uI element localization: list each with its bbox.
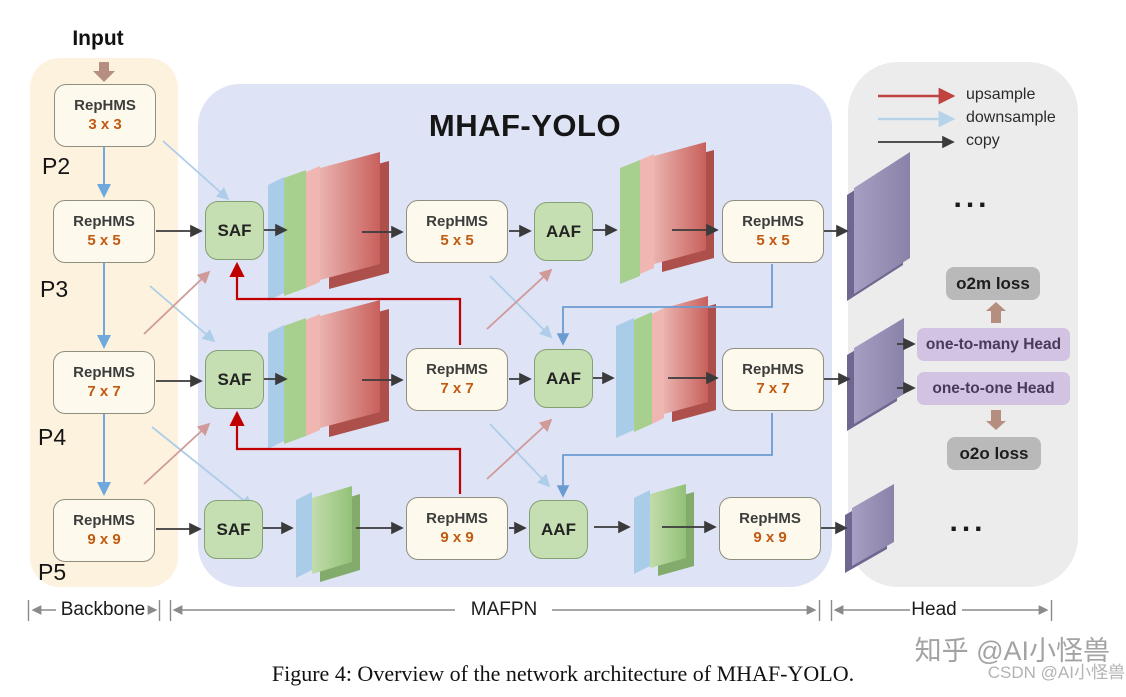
legend-downsample-label: downsample xyxy=(966,109,1056,126)
block-name: RepHMS xyxy=(426,509,488,527)
kernel-size: 5 x 5 xyxy=(87,231,121,249)
block-name: RepHMS xyxy=(426,360,488,378)
backbone-rephms-9x9: RepHMS 9 x 9 xyxy=(53,499,155,562)
block-name: RepHMS xyxy=(73,212,135,230)
csdn-watermark: CSDN @AI小怪兽 xyxy=(987,663,1125,682)
block-name: RepHMS xyxy=(74,96,136,114)
saf-p3: SAF xyxy=(205,201,264,260)
kernel-size: 9 x 9 xyxy=(440,528,474,546)
head-ellipsis-p5: ... xyxy=(949,505,987,538)
o2m-loss-box: o2m loss xyxy=(946,267,1040,300)
backbone-rephms-5x5: RepHMS 5 x 5 xyxy=(53,200,155,263)
saf-p5: SAF xyxy=(204,500,263,559)
p5-label: P5 xyxy=(38,559,67,585)
block-name: RepHMS xyxy=(742,360,804,378)
backbone-section-label: Backbone xyxy=(60,599,146,620)
kernel-size: 5 x 5 xyxy=(440,231,474,249)
aaf-p4: AAF xyxy=(534,349,593,408)
kernel-size: 9 x 9 xyxy=(753,528,787,546)
block-name: RepHMS xyxy=(426,212,488,230)
kernel-size: 3 x 3 xyxy=(88,115,122,133)
saf-p4: SAF xyxy=(205,350,264,409)
mafpn-rephms2-p4: RepHMS 7 x 7 xyxy=(722,348,824,411)
p4-label: P4 xyxy=(38,424,67,450)
block-name: RepHMS xyxy=(73,363,135,381)
mafpn-rephms1-p3: RepHMS 5 x 5 xyxy=(406,200,508,263)
figure-caption: Figure 4: Overview of the network archit… xyxy=(271,661,855,686)
block-name: RepHMS xyxy=(73,511,135,529)
backbone-rephms-3x3: RepHMS 3 x 3 xyxy=(54,84,156,147)
p3-label: P3 xyxy=(40,276,69,302)
mafpn-section-label: MAFPN xyxy=(470,599,538,620)
block-name: RepHMS xyxy=(742,212,804,230)
block-name: RepHMS xyxy=(739,509,801,527)
input-label: Input xyxy=(72,27,124,50)
kernel-size: 7 x 7 xyxy=(756,379,790,397)
kernel-size: 5 x 5 xyxy=(756,231,790,249)
one-to-one-head-box: one-to-one Head xyxy=(917,372,1070,405)
o2o-loss-box: o2o loss xyxy=(947,437,1041,470)
kernel-size: 9 x 9 xyxy=(87,530,121,548)
p2-label: P2 xyxy=(42,153,71,179)
backbone-rephms-7x7: RepHMS 7 x 7 xyxy=(53,351,155,414)
legend-upsample-label: upsample xyxy=(966,86,1036,103)
legend-copy-label: copy xyxy=(966,132,1000,149)
mafpn-rephms2-p5: RepHMS 9 x 9 xyxy=(719,497,821,560)
head-ellipsis-p3: ... xyxy=(953,181,991,214)
one-to-many-head-box: one-to-many Head xyxy=(917,328,1070,361)
kernel-size: 7 x 7 xyxy=(87,382,121,400)
aaf-p3: AAF xyxy=(534,202,593,261)
kernel-size: 7 x 7 xyxy=(440,379,474,397)
mafpn-rephms2-p3: RepHMS 5 x 5 xyxy=(722,200,824,263)
diagram-title: MHAF-YOLO xyxy=(428,108,622,143)
zhihu-watermark: 知乎 @AI小怪兽 xyxy=(914,636,1110,666)
aaf-p5: AAF xyxy=(529,500,588,559)
head-section-label: Head xyxy=(911,599,957,620)
mafpn-rephms1-p4: RepHMS 7 x 7 xyxy=(406,348,508,411)
mafpn-rephms1-p5: RepHMS 9 x 9 xyxy=(406,497,508,560)
